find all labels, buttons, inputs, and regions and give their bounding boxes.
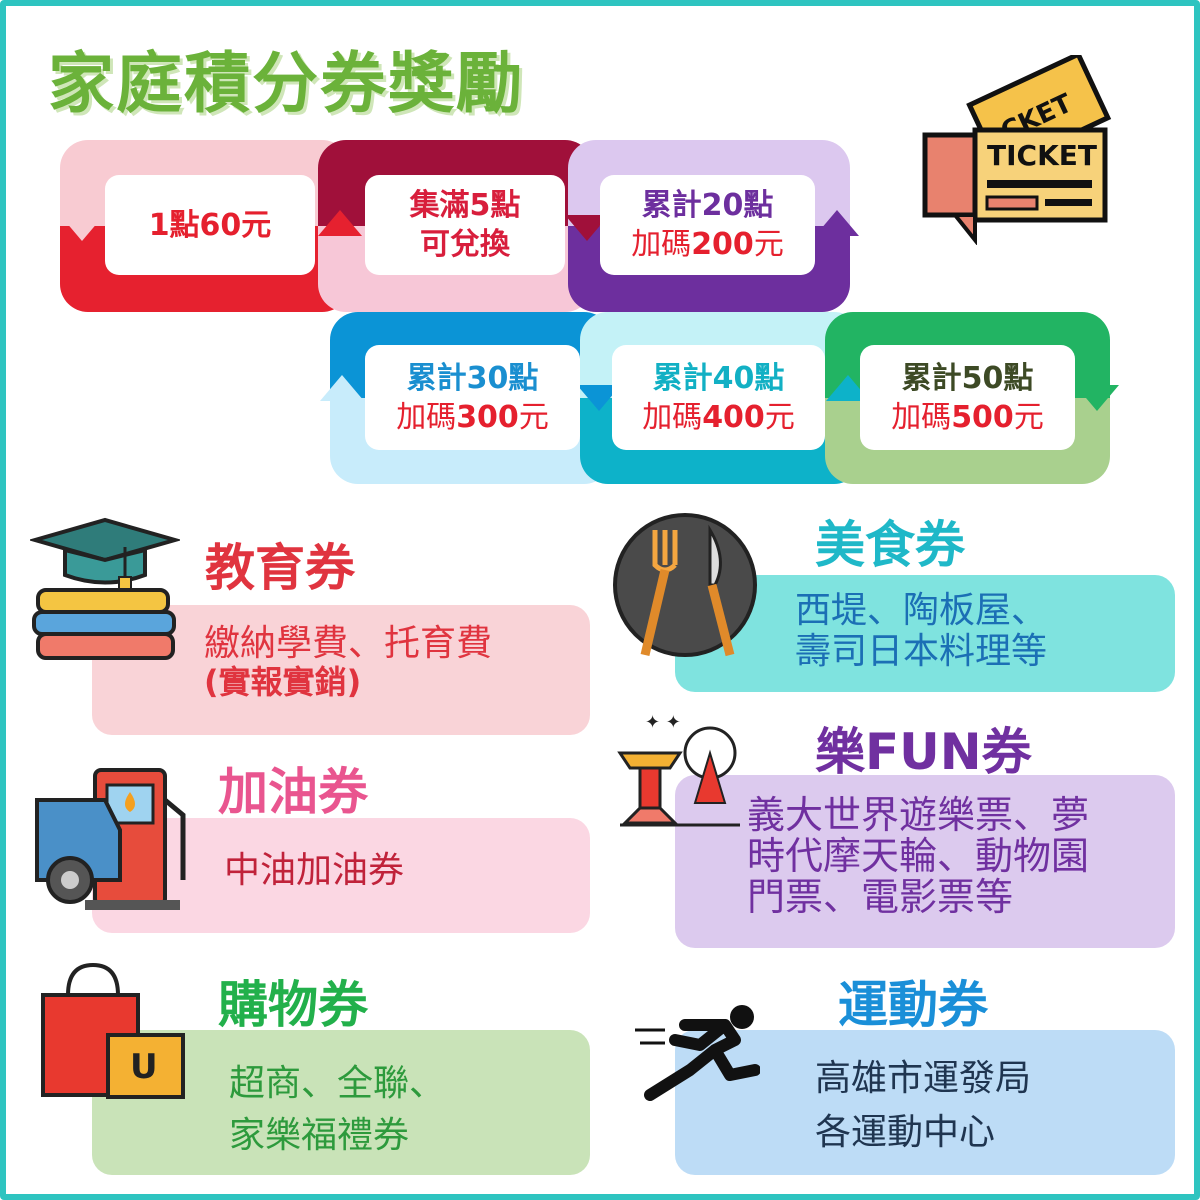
bonus-value: 500	[951, 399, 1014, 435]
voucher-detail: 時代摩天輪、動物園	[747, 834, 1090, 879]
page-title: 家庭積分券獎勵	[48, 45, 524, 122]
bonus-prefix: 加碼	[396, 399, 457, 435]
amusement-park-icon: ✦ ✦	[617, 712, 740, 827]
voucher-detail: 家樂福禮券	[229, 1115, 410, 1157]
flow-step-text: 累計40點	[652, 360, 785, 396]
flow-step-text: 1點60元	[148, 207, 272, 243]
flow-step-text: 累計50點	[901, 360, 1034, 396]
shopping-voucher-title: 購物券	[218, 976, 368, 1034]
svg-text:TICKET: TICKET	[987, 139, 1097, 172]
arrow-down-icon	[1075, 385, 1119, 411]
voucher-detail: 壽司日本料理等	[795, 631, 1048, 673]
bonus-suffix: 元	[1013, 399, 1044, 435]
flow-step-4: 累計30點加碼300元	[365, 345, 580, 450]
bonus-prefix: 加碼	[891, 399, 952, 435]
sports-voucher-box: 高雄市運發局各運動中心	[675, 1030, 1175, 1175]
flow-step-5: 累計40點加碼400元	[612, 345, 825, 450]
flow-step-6: 累計50點加碼500元	[860, 345, 1075, 450]
svg-text:✦ ✦: ✦ ✦	[645, 712, 681, 733]
fuel-voucher-title: 加油券	[218, 763, 368, 821]
books-graduation-cap-icon	[30, 517, 180, 660]
bonus-suffix: 元	[753, 227, 784, 262]
bonus-value: 200	[691, 227, 754, 262]
arrow-up-icon	[320, 375, 364, 401]
arrow-down-icon	[60, 215, 104, 241]
flow-step-text: 集滿5點	[409, 188, 521, 223]
arrow-up-icon	[815, 210, 859, 236]
bonus-suffix: 元	[518, 399, 549, 435]
education-voucher-title: 教育券	[205, 539, 355, 597]
flow-step-3: 累計20點加碼200元	[600, 175, 815, 275]
voucher-detail: 高雄市運發局	[815, 1058, 1032, 1099]
voucher-detail: 超商、全聯、	[229, 1063, 446, 1104]
voucher-detail: 義大世界遊樂票、夢	[747, 793, 1090, 837]
bonus-value: 300	[456, 399, 519, 435]
bonus-prefix: 加碼	[642, 399, 703, 435]
fuel-voucher-box: 中油加油券	[92, 818, 590, 933]
svg-text:U: U	[130, 1047, 158, 1087]
ticket-icon: CKET TICKET	[922, 55, 1112, 245]
flow-step-text: 累計30點	[406, 360, 539, 396]
voucher-detail: 西堤、陶板屋、	[795, 590, 1048, 631]
voucher-detail: 繳納學費、托育費	[204, 623, 493, 664]
voucher-detail: 中油加油券	[224, 850, 405, 891]
food-voucher-box: 西堤、陶板屋、壽司日本料理等	[675, 575, 1175, 692]
voucher-detail: 各運動中心	[815, 1112, 996, 1153]
shopping-bags-icon: U	[41, 962, 185, 1099]
fun-voucher-title: 樂FUN券	[815, 723, 1032, 781]
running-person-icon	[635, 1005, 760, 1101]
flow-step-2: 集滿5點可兌換	[365, 175, 565, 275]
fuel-pump-car-icon	[35, 768, 186, 910]
flow-step-text: 累計20點	[641, 188, 774, 223]
bonus-value: 400	[702, 399, 765, 435]
food-voucher-title: 美食券	[815, 516, 965, 574]
voucher-detail: (實報實銷)	[204, 663, 362, 702]
flow-step-1: 1點60元	[105, 175, 315, 275]
sports-voucher-title: 運動券	[838, 976, 988, 1034]
arrow-up-icon	[318, 210, 362, 236]
fork-knife-plate-icon	[613, 513, 757, 657]
bonus-suffix: 元	[764, 399, 795, 435]
fun-voucher-box: 義大世界遊樂票、夢時代摩天輪、動物園門票、電影票等	[675, 775, 1175, 948]
flow-step-text: 可兌換	[420, 227, 510, 262]
voucher-detail: 門票、電影票等	[747, 875, 1014, 920]
bonus-prefix: 加碼	[631, 227, 692, 262]
